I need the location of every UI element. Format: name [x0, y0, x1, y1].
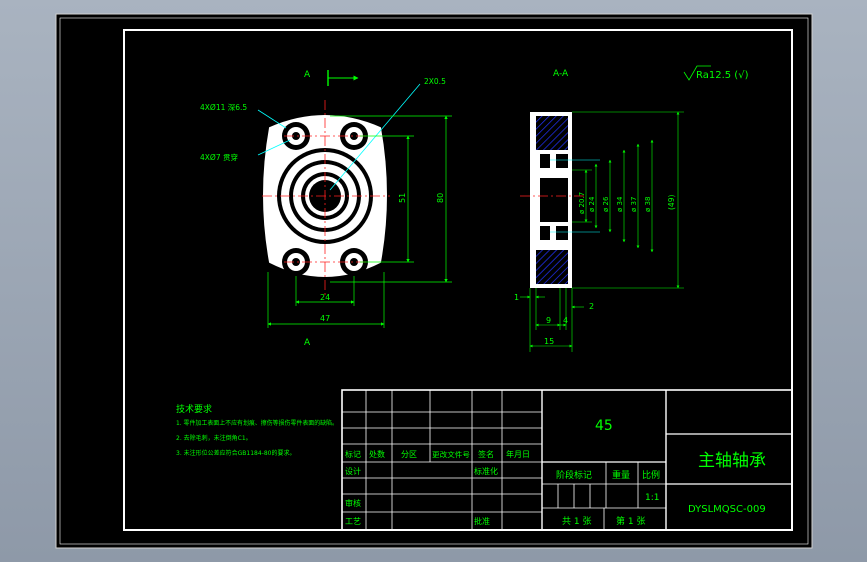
dim-15: 15: [544, 337, 554, 346]
dim-dia-24: ø 24: [588, 196, 596, 212]
dim-dia-34: ø 34: [616, 196, 624, 212]
dim-24: 24: [320, 293, 330, 302]
dim-dia-26: ø 26: [602, 196, 610, 212]
dim-80: 80: [436, 193, 445, 203]
front-view: A A: [200, 70, 452, 348]
dim-47: 47: [320, 314, 330, 323]
label-design: 设计: [345, 466, 361, 476]
section-leaders: [550, 159, 600, 233]
label-approve: 批准: [474, 516, 490, 526]
section-hatch-top: [536, 116, 568, 150]
note-line-2: 2. 去除毛刺，未注倒角C1。: [176, 434, 252, 442]
rev-header-mark: 标记: [345, 449, 361, 459]
rev-header-doc: 更改文件号: [432, 450, 470, 459]
section-mark-top: A: [304, 70, 311, 80]
part-name: 主轴轴承: [698, 451, 766, 471]
label-process: 工艺: [345, 517, 361, 526]
scale-value: 1:1: [645, 493, 659, 503]
material-value: 45: [595, 418, 613, 434]
front-dimensions: [267, 115, 452, 328]
rev-header-zone: 分区: [401, 450, 417, 459]
section-mark-bottom: A: [304, 338, 311, 348]
roughness-symbol: Ra12.5 (√): [696, 70, 749, 81]
section-diameter-dims: [572, 111, 684, 289]
dim-dia-38: ø 38: [644, 197, 652, 212]
dim-dia-20: ø 20.7: [578, 192, 586, 214]
section-width-dims: [520, 288, 584, 352]
label-weight: 重量: [612, 469, 630, 481]
bolt-holes: [282, 122, 368, 276]
technical-notes: 技术要求 1. 零件加工表面上不应有划痕、擦伤等损伤零件表面的缺陷。 2. 去除…: [176, 403, 338, 457]
dim-dia-37: ø 37: [630, 197, 638, 212]
title-block-text: 标记 处数 分区 更改文件号 签名 年月日 设计 标准化 审核 工艺 批准 45…: [345, 418, 766, 527]
hole-callout-large: 4XØ11 深6.5: [200, 103, 247, 112]
dim-51: 51: [398, 193, 407, 203]
dim-49: (49): [667, 195, 676, 210]
chamfer-callout: 2X0.5: [424, 77, 446, 86]
sheet-number: 第 1 张: [616, 515, 645, 527]
rev-header-count: 处数: [369, 449, 385, 459]
drawing-sheet: [55, 13, 813, 549]
front-centerlines: [262, 100, 390, 296]
title-block: [341, 389, 793, 531]
dim-2: 2: [589, 302, 594, 311]
front-leaders: [257, 83, 421, 191]
dim-9: 9: [546, 316, 551, 325]
dim-1: 1: [514, 293, 519, 302]
note-line-1: 1. 零件加工表面上不应有划痕、擦伤等损伤零件表面的缺陷。: [176, 419, 338, 427]
sheets-total: 共 1 张: [562, 516, 591, 527]
section-view: A-A Ra12.5 (√): [514, 65, 749, 352]
label-scale: 比例: [642, 469, 660, 481]
section-hatch-bottom: [536, 250, 568, 284]
label-standardize: 标准化: [474, 466, 498, 476]
note-line-3: 3. 未注形位公差应符合GB1184-80的要求。: [176, 449, 295, 457]
rev-header-date: 年月日: [506, 449, 530, 459]
section-title: A-A: [553, 69, 569, 79]
sheet-inner-border: [59, 17, 809, 545]
dim-4: 4: [563, 316, 568, 325]
drawing-number: DYSLMQSC-009: [688, 504, 766, 515]
rev-header-sign: 签名: [478, 449, 494, 459]
hole-callout-small: 4XØ7 贯穿: [200, 152, 238, 162]
label-review: 审核: [345, 498, 361, 508]
notes-heading: 技术要求: [176, 403, 212, 415]
label-stage-mark: 阶段标记: [556, 469, 592, 481]
